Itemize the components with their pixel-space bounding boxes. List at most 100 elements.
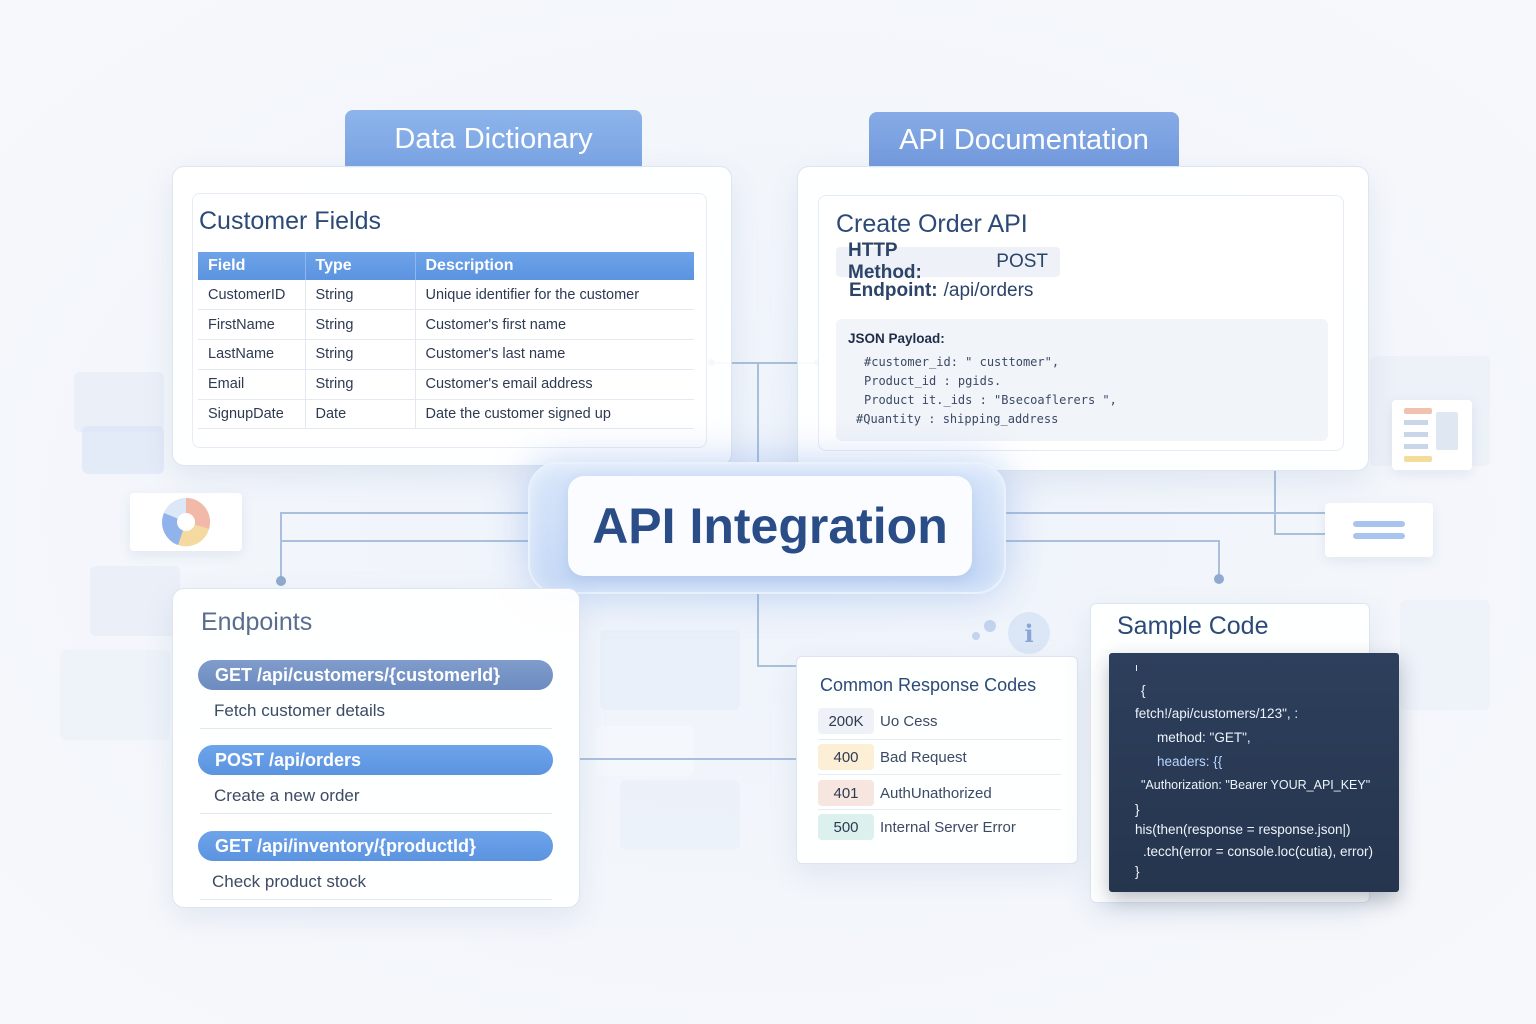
document-icon [1404, 408, 1460, 462]
status-code-badge: 400 [818, 744, 874, 770]
code-line: } [1135, 864, 1140, 879]
code-line: method: "GET", [1157, 730, 1251, 745]
bg-shape [90, 566, 180, 636]
sample-code-heading: Sample Code [1117, 612, 1269, 640]
connector [757, 594, 759, 666]
bg-shape [600, 630, 740, 710]
endpoint-description: Fetch customer details [214, 701, 386, 720]
table-cell: FirstName [198, 309, 306, 341]
table-cell: Customer's email address [415, 369, 694, 400]
status-code-badge: 401 [818, 780, 874, 806]
table-row: LastName String Customer's last name [198, 339, 694, 370]
bg-shape [82, 426, 164, 474]
table-cell: Unique identifier for the customer [415, 280, 694, 311]
code-line: fetch!/api/customers/123", : [1135, 706, 1299, 721]
code-line: { [1141, 683, 1146, 698]
table-cell: String [305, 369, 416, 400]
dot-icon [984, 620, 996, 632]
endpoint-get-inventory[interactable]: GET /api/inventory/{productId} [198, 831, 553, 861]
table-cell: CustomerID [198, 280, 306, 311]
connector [280, 512, 282, 580]
payload-line: Product_id : pgids. [864, 374, 1002, 388]
connector [1274, 470, 1276, 534]
code-line: "Authorization: "Bearer YOUR_API_KEY" [1141, 778, 1371, 792]
divider [818, 774, 1061, 775]
endpoint-description: Create a new order [214, 786, 360, 805]
response-codes-heading: Common Response Codes [820, 675, 1037, 695]
divider [818, 809, 1061, 810]
code-line: } [1135, 802, 1140, 817]
api-integration-title: API Integration [568, 476, 972, 576]
menu-widget [1325, 503, 1433, 557]
divider [200, 728, 552, 729]
code-line: his(then(response = response.json|) [1135, 822, 1351, 837]
status-code-badge: 200K [818, 708, 874, 734]
endpoint-get-customer[interactable]: GET /api/customers/{customerId} [198, 660, 553, 690]
endpoint-description: Check product stock [212, 872, 367, 891]
column-header: Field [198, 252, 306, 280]
status-code-badge: 500 [818, 814, 874, 840]
chart-widget [130, 493, 242, 551]
connector [710, 362, 820, 364]
bg-shape [1400, 600, 1490, 710]
connector-dot [276, 576, 286, 586]
payload-line: #customer_id: " custtomer", [864, 355, 1060, 369]
table-cell: Date [305, 399, 416, 430]
endpoint-post-orders[interactable]: POST /api/orders [198, 745, 553, 775]
connector [280, 512, 530, 514]
menu-lines-icon [1353, 521, 1405, 527]
http-method-value: POST [996, 251, 1048, 272]
divider [200, 813, 552, 814]
column-header: Description [415, 252, 694, 280]
http-method-label: HTTP Method: [848, 240, 922, 283]
document-widget [1392, 400, 1472, 470]
menu-lines-icon [1353, 533, 1405, 539]
code-editor: ı { fetch!/api/customers/123", : method:… [1109, 653, 1399, 892]
table-row: Email String Customer's email address [198, 369, 694, 400]
endpoint-label: Endpoint: [849, 280, 938, 301]
table-cell: LastName [198, 339, 306, 370]
connector [1274, 533, 1326, 535]
table-cell: String [305, 280, 416, 311]
status-code-text: Uo Cess [880, 713, 938, 730]
table-cell: Customer's first name [415, 309, 694, 341]
table-row: SignupDate Date Date the customer signed… [198, 399, 694, 430]
table-row: FirstName String Customer's first name [198, 309, 694, 341]
connector [757, 665, 797, 667]
customer-fields-heading: Customer Fields [199, 207, 381, 235]
connector [1006, 512, 1326, 514]
table-cell: Customer's last name [415, 339, 694, 370]
column-header: Type [305, 252, 416, 280]
table-cell: Email [198, 369, 306, 400]
endpoint-value: /api/orders [943, 280, 1034, 301]
table-cell: String [305, 309, 416, 341]
tab-api-documentation[interactable]: API Documentation [869, 112, 1179, 168]
http-method-row: HTTP Method: POST [836, 240, 1060, 283]
fields-table: Field Type Description CustomerID String… [198, 252, 694, 430]
code-line: .tecch(error = console.loc(cutia), error… [1143, 844, 1373, 859]
divider [200, 899, 552, 900]
create-order-heading: Create Order API [836, 210, 1028, 238]
table-cell: String [305, 339, 416, 370]
table-cell: Date the customer signed up [415, 399, 694, 430]
bg-shape [620, 780, 740, 850]
bg-shape [60, 650, 170, 740]
table-cell: SignupDate [198, 399, 306, 430]
dot-icon [972, 632, 980, 640]
pie-chart-icon [162, 497, 211, 547]
status-code-text: Internal Server Error [880, 819, 1016, 836]
divider [818, 739, 1061, 740]
payload-line: Product it._ids : "Bsecoaflerers ", [864, 393, 1117, 407]
bg-shape [74, 372, 164, 432]
connector [282, 540, 530, 542]
connector [757, 362, 759, 462]
info-icon: i [1008, 612, 1050, 654]
tab-data-dictionary[interactable]: Data Dictionary [345, 110, 642, 168]
endpoint-row: Endpoint:/api/orders [849, 280, 1033, 302]
code-line: headers: {{ [1157, 754, 1223, 769]
connector [1006, 540, 1220, 542]
json-payload-label: JSON Payload: [848, 331, 945, 346]
connector [580, 758, 798, 760]
status-code-text: Bad Request [880, 749, 967, 766]
payload-line: #Quantity : shipping_address [856, 412, 1059, 426]
